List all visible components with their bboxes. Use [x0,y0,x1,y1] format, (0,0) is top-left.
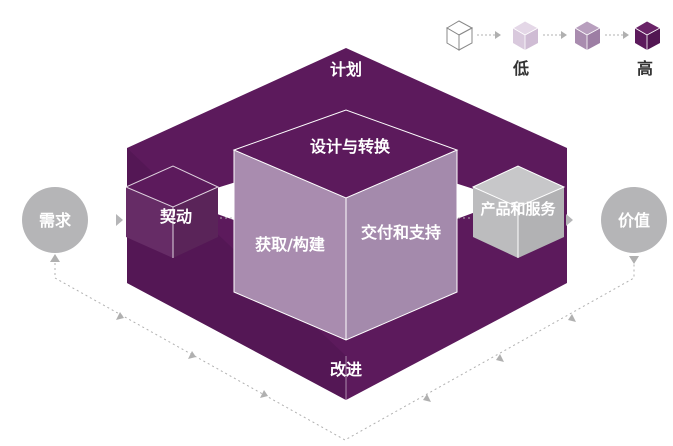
products-left [473,187,518,258]
legend-cube-3 [574,20,601,50]
legend-cube-1 [446,20,474,51]
flow-arrow-icon [260,390,268,398]
flow-arrow-icon [496,354,504,362]
flow-arrow-icon [568,314,576,322]
main-cube-left [234,150,346,340]
legend-arrow-icon [623,31,629,39]
demand-label: 需求 [39,211,72,230]
flow-path [50,254,639,441]
products-right [518,187,564,258]
products-services-label: 产品和服务 [480,200,556,218]
legend-cube-2 [512,20,539,50]
legend-arrow-icon [561,31,567,39]
flow-arrow-icon [629,256,639,264]
legend-arrow-icon [495,31,501,39]
flow-arrow-icon [50,254,60,262]
main-cube [232,109,459,341]
legend: 低 高 [446,20,661,78]
demand-arrow-icon [116,214,123,226]
value-node: 价值 [566,187,667,253]
plan-label: 计划 [330,60,362,79]
engage-cube [124,165,220,258]
engage-right [173,187,218,258]
legend-low-label: 低 [512,59,529,78]
flow-arrow-icon [423,394,431,402]
design-transition-label: 设计与转换 [310,137,391,156]
flow-arrow-icon [116,312,124,320]
demand-circle [22,187,88,253]
obtain-build-label: 获取/构建 [255,235,325,254]
main-cube-top [234,110,457,198]
main-cube-right [346,150,457,340]
value-label: 价值 [618,211,650,230]
flow-arrow-icon [188,351,196,359]
engage-label: 契动 [159,207,192,226]
value-arrow-icon [566,214,573,226]
engage-left [126,187,173,258]
products-cube [471,165,566,258]
legend-high-label: 高 [637,59,653,78]
improve-label: 改进 [330,360,362,379]
legend-cube-4 [634,20,661,50]
value-circle [601,187,667,253]
deliver-support-label: 交付和支持 [361,223,441,242]
demand-node: 需求 [22,187,123,253]
